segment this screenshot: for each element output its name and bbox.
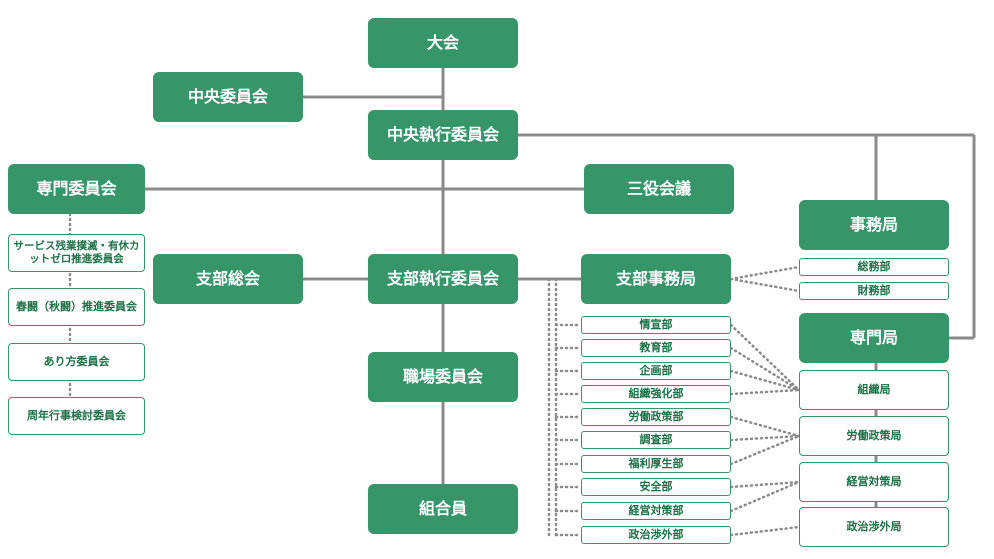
box-chuo-shikko-iinkai: 中央執行委員会 xyxy=(368,110,518,160)
line-dot-dept-to-bureau-8 xyxy=(729,480,801,513)
box-shibu-sokai: 支部総会 xyxy=(153,254,303,304)
line-dot-zaimubu xyxy=(729,277,801,293)
line-dot-dept-to-bureau-4 xyxy=(729,415,801,438)
box-committee-arikata: あり方委員会 xyxy=(8,343,145,381)
box-dept-fukuri-kosei: 福利厚生部 xyxy=(581,455,731,473)
box-dept-kyoiku: 教育部 xyxy=(581,339,731,357)
line-dot-dept-to-bureau-0 xyxy=(729,323,801,392)
line-dot-dept-to-bureau-1 xyxy=(729,346,801,392)
box-committee-shunto: 春闘（秋闘）推進委員会 xyxy=(8,288,145,326)
box-shokuba-iinkai: 職場委員会 xyxy=(368,352,518,402)
line-dot-dept-to-bureau-5 xyxy=(729,434,801,442)
line-dot-dept-to-bureau-9 xyxy=(729,525,801,537)
box-committee-zangyo: サービス残業撲滅・有休カットゼロ推進委員会 xyxy=(8,234,145,272)
box-jimukyoku: 事務局 xyxy=(799,200,949,250)
box-dept-chosa: 調査部 xyxy=(581,431,731,449)
box-chuo-iinkai: 中央委員会 xyxy=(153,72,303,122)
line-dot-somubu xyxy=(729,265,801,281)
box-shibu-jimukyoku: 支部事務局 xyxy=(581,254,731,304)
box-dept-joken: 情宣部 xyxy=(581,316,731,334)
box-soshikikyoku: 組織局 xyxy=(799,370,949,410)
box-keiei-taisakukyoku: 経営対策局 xyxy=(799,462,949,502)
box-senmon-iinkai: 専門委員会 xyxy=(8,164,145,214)
box-zaimubu: 財務部 xyxy=(799,282,949,300)
box-dept-kikaku: 企画部 xyxy=(581,362,731,380)
box-dept-rodo-seisaku: 労働政策部 xyxy=(581,408,731,426)
box-taikai: 大会 xyxy=(368,18,518,68)
box-senmonkyoku: 専門局 xyxy=(799,313,949,363)
box-dept-soshiki-kyoka: 組織強化部 xyxy=(581,385,731,403)
line-dot-dept-to-bureau-2 xyxy=(729,369,801,392)
line-dot-dept-to-bureau-3 xyxy=(729,388,801,396)
box-shibu-shikko-iinkai: 支部執行委員会 xyxy=(368,254,518,304)
box-committee-shunen: 周年行事検討委員会 xyxy=(8,397,145,435)
box-dept-anzen: 安全部 xyxy=(581,478,731,496)
line-dot-dept-to-bureau-7 xyxy=(729,480,801,489)
box-kumiaiin: 組合員 xyxy=(368,484,518,534)
box-rodo-seisakukyoku: 労働政策局 xyxy=(799,416,949,456)
box-seiji-shogaikyoku: 政治渉外局 xyxy=(799,507,949,547)
box-somubu: 総務部 xyxy=(799,258,949,276)
box-dept-keiei-taisaku: 経営対策部 xyxy=(581,502,731,520)
line-dot-dept-to-bureau-6 xyxy=(729,434,801,466)
box-dept-seiji-shogai: 政治渉外部 xyxy=(581,526,731,544)
box-sanyaku-kaigi: 三役会議 xyxy=(584,164,734,214)
